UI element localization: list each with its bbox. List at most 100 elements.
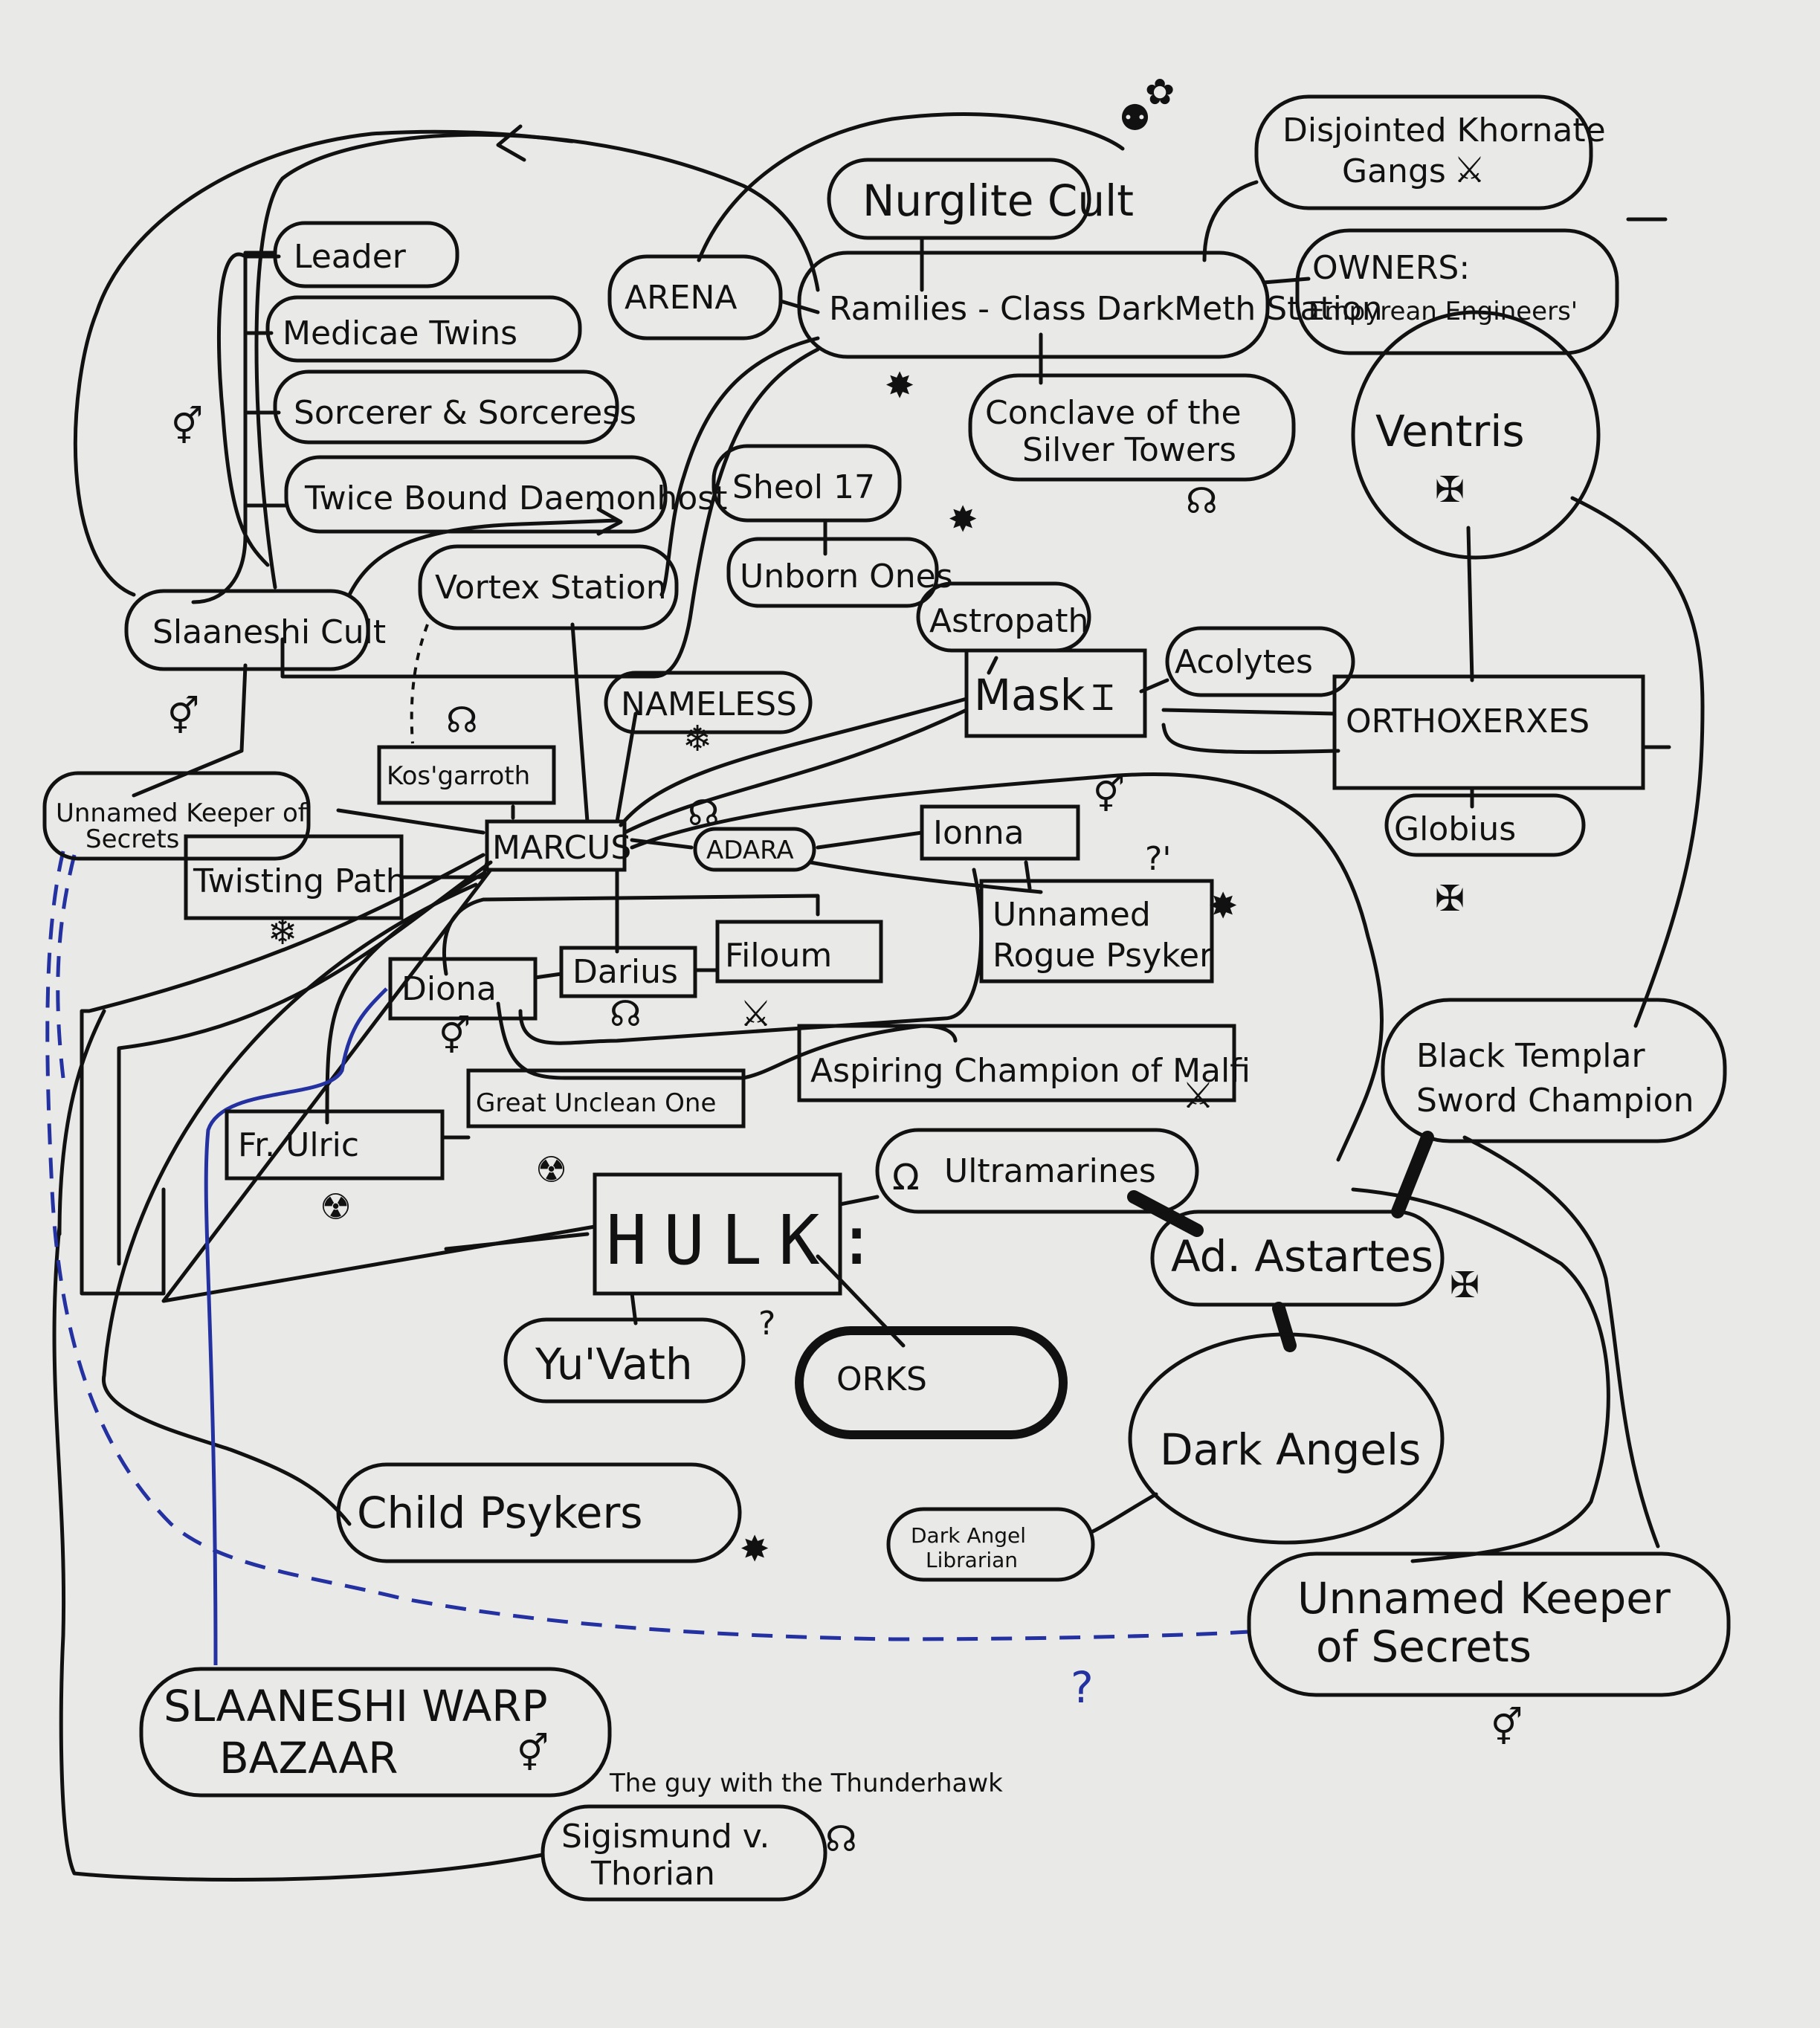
yuvath-label: Yu'Vath (535, 1339, 693, 1389)
link-marcus-left-rect-2 (117, 860, 493, 1266)
node-ionna[interactable]: Ionna (920, 804, 1080, 861)
globius-label: Globius (1394, 810, 1516, 848)
disjointed-khornate-label-2: Gangs (1342, 152, 1446, 190)
node-filoum[interactable]: Filoum (715, 920, 883, 984)
node-twice-bound[interactable]: Twice Bound Daemonhost (284, 455, 727, 534)
node-hulk[interactable]: HULK: (593, 1172, 894, 1296)
link-diona-darius (533, 972, 564, 980)
keeper-small-label-1: Unnamed Keeper of (56, 798, 308, 828)
node-slaaneshi-cult[interactable]: Slaaneshi Cult (124, 589, 386, 671)
node-unnamed-keeper-small[interactable]: Unnamed Keeper of Secrets (42, 771, 311, 861)
slaanesh-icon: ⚥ (439, 1015, 471, 1057)
node-leader[interactable]: Leader (273, 221, 459, 288)
node-nurglite-cult[interactable]: Nurglite Cult (827, 158, 1134, 240)
ionna-label: Ionna (933, 814, 1024, 852)
aspiring-champion-label: Aspiring Champion of Malfi (810, 1052, 1251, 1090)
node-sigismund[interactable]: Sigismund v. Thorian (540, 1804, 827, 1902)
link-marcus-mask (619, 697, 969, 827)
snowflake-icon: ❄ (682, 718, 712, 760)
node-conclave[interactable]: Conclave of the Silver Towers (968, 373, 1296, 482)
keeper-big-label-1: Unnamed Keeper (1297, 1573, 1671, 1624)
disjointed-khornate-label-1: Disjointed Khornate (1282, 112, 1606, 149)
node-dark-angel-librarian[interactable]: Dark Angel Librarian (886, 1507, 1095, 1582)
node-black-templar[interactable]: Black Templar Sword Champion (1381, 998, 1727, 1143)
node-twisting-path[interactable]: Twisting Path (184, 834, 407, 920)
node-mask[interactable]: Mask (964, 648, 1147, 738)
node-great-unclean-one[interactable]: Great Unclean One (466, 1068, 746, 1128)
warp-bazaar-label-2: BAZAAR (219, 1733, 398, 1783)
node-ventris[interactable]: Ventris (1351, 310, 1601, 560)
link-bottom-outer-loop (52, 1224, 545, 1882)
link-cult-keeper-left (132, 663, 248, 798)
node-arena[interactable]: ARENA (607, 254, 783, 340)
node-sorcerer[interactable]: Sorcerer & Sorceress (273, 369, 636, 445)
node-unnamed-keeper-big[interactable]: Unnamed Keeper of Secrets (1247, 1551, 1731, 1697)
question-mark-blue: ? (1071, 1662, 1094, 1713)
node-yuvath[interactable]: Yu'Vath (503, 1317, 746, 1404)
node-kosgarroth[interactable]: Kos'garroth (377, 745, 556, 805)
link-marcus-big-right-loop (630, 772, 1384, 1162)
node-ramilies-station[interactable]: Ramilies - Class DarkMeth Station (797, 251, 1383, 359)
link-astropath-mask (987, 656, 998, 675)
link-right-loop-outer (1462, 1135, 1660, 1549)
link-vortex-marcus (570, 622, 590, 824)
node-child-psykers[interactable]: Child Psykers (336, 1462, 742, 1563)
arena-label: ARENA (625, 279, 738, 317)
node-ultramarines[interactable]: Ultramarines (875, 1128, 1199, 1214)
node-owners[interactable]: OWNERS: Empyrean Engineers' (1295, 228, 1619, 355)
link-khornate-to-ramilies (1202, 180, 1259, 262)
inquisition-icon: Ɪ (1093, 677, 1113, 719)
link-blue-dashed-keepers-2 (56, 854, 77, 1079)
chaos-star-icon: ✸ (1208, 885, 1238, 927)
adastartes-label: Ad. Astartes (1171, 1231, 1433, 1282)
link-cult-to-ramilies-arc (254, 132, 820, 590)
conclave-label-1: Conclave of the (985, 394, 1242, 432)
tzeentch-icon: ☊ (610, 993, 642, 1035)
node-dark-angels[interactable]: Dark Angels (1128, 1332, 1445, 1545)
astropath-label: Astropath (929, 602, 1088, 640)
node-disjointed-khornate[interactable]: Disjointed Khornate Gangs (1254, 94, 1606, 210)
node-darius[interactable]: Darius (559, 946, 697, 998)
orthoxerxes-label: ORTHOXERXES (1346, 703, 1590, 740)
node-orks[interactable]: ORKS (795, 1326, 1068, 1439)
orks-label: ORKS (836, 1360, 927, 1398)
ventris-label: Ventris (1375, 406, 1525, 456)
link-cult-members-bracket (243, 251, 277, 537)
sorcerer-label: Sorcerer & Sorceress (294, 394, 636, 432)
nurgle-icon: ☢ (535, 1149, 567, 1191)
node-aspiring-champion[interactable]: Aspiring Champion of Malfi (797, 1024, 1251, 1102)
node-globius[interactable]: Globius (1384, 793, 1586, 857)
link-mask-orthox-2 (1161, 723, 1340, 755)
link-left-outer (57, 1009, 106, 1236)
node-diona[interactable]: Diona (388, 957, 538, 1021)
vortex-label: Vortex Station (435, 569, 667, 607)
node-fr-ulric[interactable]: Fr. Ulric (225, 1109, 445, 1181)
node-adastartes[interactable]: Ad. Astartes (1150, 1210, 1445, 1307)
node-sheol[interactable]: Sheol 17 (711, 444, 902, 523)
node-rogue-psyker[interactable]: Unnamed Rogue Psyker (979, 879, 1214, 984)
khorne-icon: ⚔ (1453, 149, 1485, 191)
node-warp-bazaar[interactable]: SLAANESHI WARP BAZAAR (139, 1667, 612, 1798)
thunderhawk-note: The guy with the Thunderhawk (609, 1769, 1003, 1798)
leader-label: Leader (294, 238, 407, 276)
node-acolytes[interactable]: Acolytes (1165, 626, 1355, 697)
node-marcus[interactable]: MARCUS (485, 819, 631, 872)
nurgle-icon: ☢ (320, 1186, 352, 1228)
node-nameless[interactable]: NAMELESS (604, 671, 813, 734)
link-blue-dashed-keepers (45, 850, 1250, 1641)
node-medicae-twins[interactable]: Medicae Twins (265, 295, 582, 363)
unborn-label: Unborn Ones (740, 558, 953, 595)
aquila-icon: ✠ (1450, 1265, 1479, 1306)
filoum-label: Filoum (725, 937, 832, 975)
node-unborn[interactable]: Unborn Ones (726, 537, 953, 608)
node-orthoxerxes[interactable]: ORTHOXERXES (1332, 674, 1645, 790)
link-mask-orthox (1161, 708, 1337, 716)
slaanesh-icon: ⚥ (171, 406, 203, 448)
svg-text:✿: ✿ (1145, 71, 1175, 113)
node-vortex-station[interactable]: Vortex Station (418, 544, 679, 630)
black-templar-label-1: Black Templar (1416, 1037, 1645, 1075)
keeper-small-label-2: Secrets (85, 824, 179, 854)
node-adara[interactable]: ADARA (693, 827, 816, 872)
link-ultramarines-adastartes (1127, 1190, 1204, 1237)
